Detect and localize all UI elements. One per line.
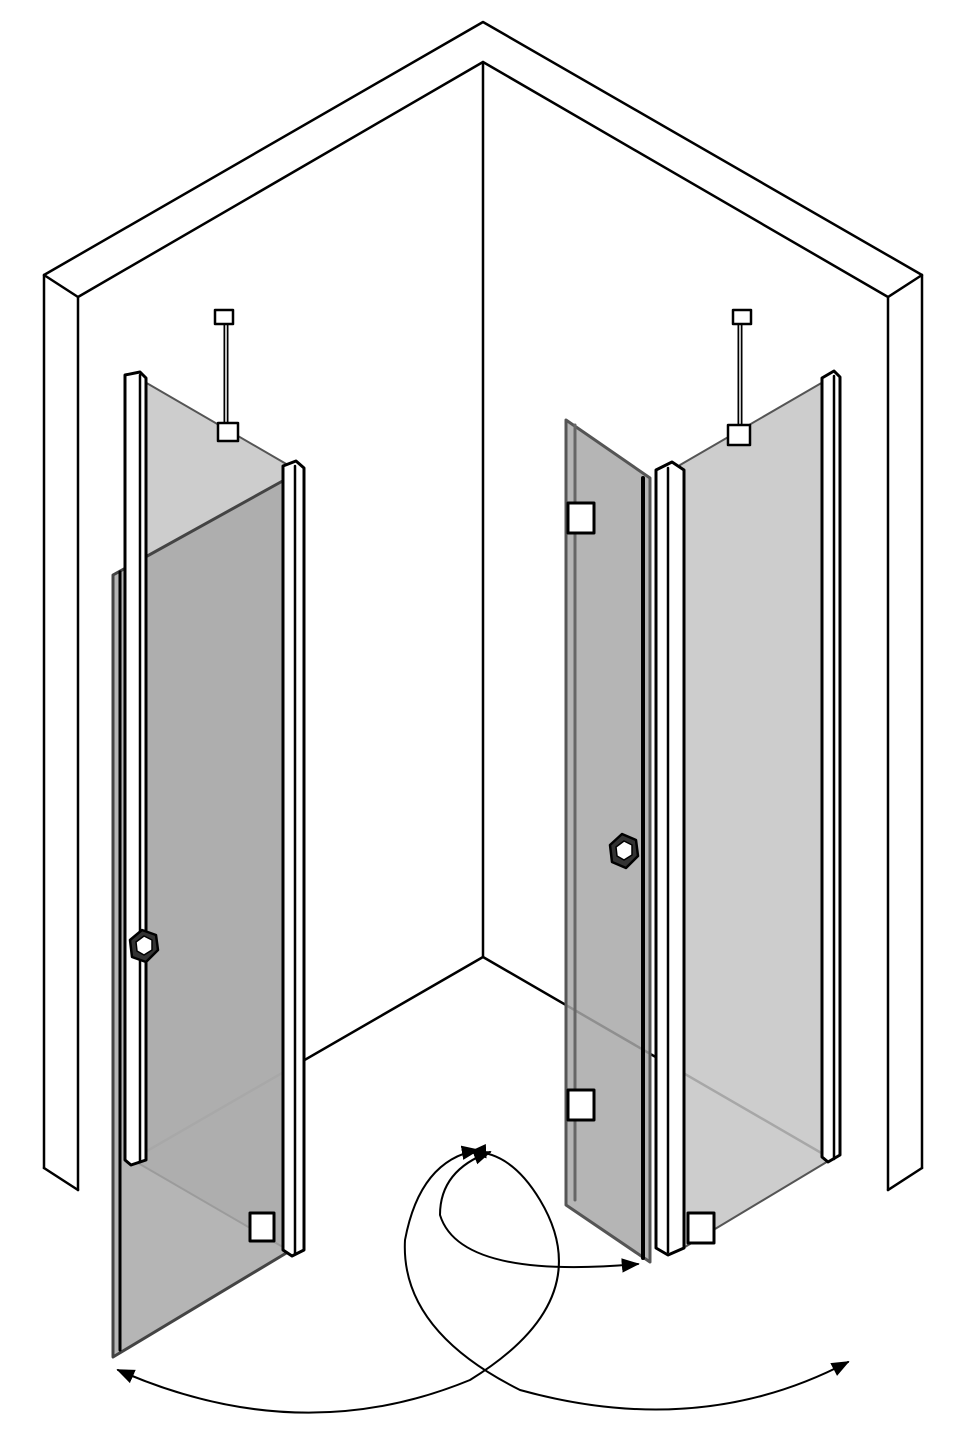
swing-arrows — [116, 1144, 850, 1414]
right-door-fold-arrow — [439, 1150, 640, 1273]
left-stabilizer-wall-mount — [213, 308, 235, 326]
left-hinge — [248, 1211, 276, 1243]
left-stabilizer-glass-clamp — [216, 421, 240, 443]
wall-top-right-cap — [886, 273, 924, 299]
right-stabilizer-wall-mount — [731, 308, 753, 326]
right-corner-profile — [654, 460, 686, 1257]
right-folded-door-glass — [564, 418, 652, 1264]
right-door-hinge-top — [566, 501, 596, 535]
wall-bottom-left-cap — [42, 1166, 80, 1192]
right-door-swing-arrow-large — [403, 1145, 850, 1411]
left-shower-unit — [111, 308, 306, 1359]
right-shower-unit — [564, 308, 842, 1264]
wall-bottom-right-cap — [886, 1166, 924, 1192]
wall-top-left-cap — [42, 273, 80, 299]
right-door-hinge-bottom — [566, 1088, 596, 1122]
right-wall-profile — [820, 369, 842, 1164]
left-wall-profile — [123, 370, 148, 1167]
right-fixed-glass — [679, 377, 831, 1251]
right-hinge — [686, 1211, 716, 1245]
left-corner-profile — [281, 459, 306, 1258]
right-stabilizer-glass-clamp — [726, 423, 752, 447]
left-door-knob — [128, 928, 160, 964]
right-door-knob — [608, 832, 640, 870]
wall-outer-edge — [42, 20, 924, 1170]
